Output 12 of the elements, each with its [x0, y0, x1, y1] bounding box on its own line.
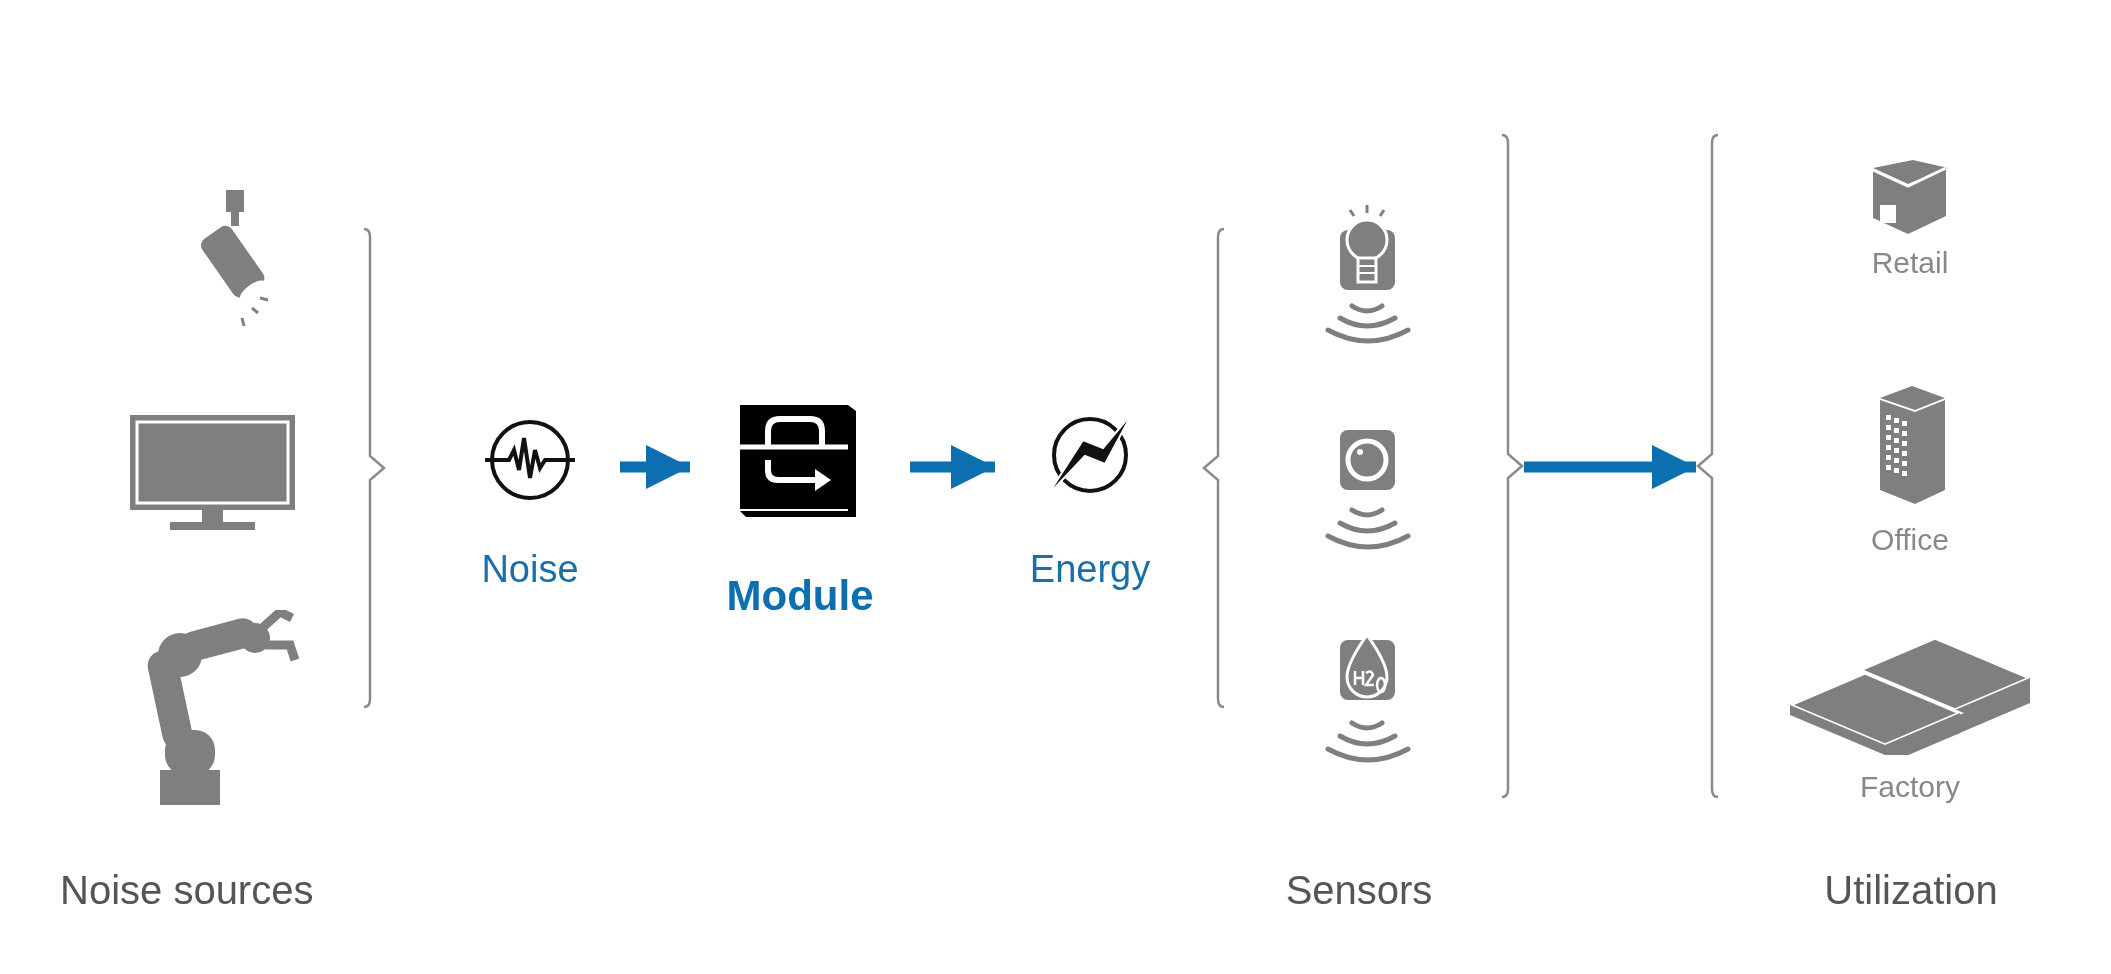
- node-label: Factory: [1860, 772, 1960, 802]
- arrow: [1524, 445, 1696, 489]
- arrow: [620, 445, 690, 489]
- node-label: Noise: [481, 550, 579, 588]
- node-label: Retail: [1871, 248, 1949, 278]
- arrow: [910, 445, 995, 489]
- node-label: Module: [726, 575, 874, 617]
- node-label: Office: [1871, 525, 1949, 555]
- group-label: Utilization: [1824, 870, 1998, 910]
- group-label: Noise sources: [60, 870, 314, 910]
- node-label: Energy: [1029, 550, 1151, 588]
- group-label: Sensors: [1285, 870, 1433, 910]
